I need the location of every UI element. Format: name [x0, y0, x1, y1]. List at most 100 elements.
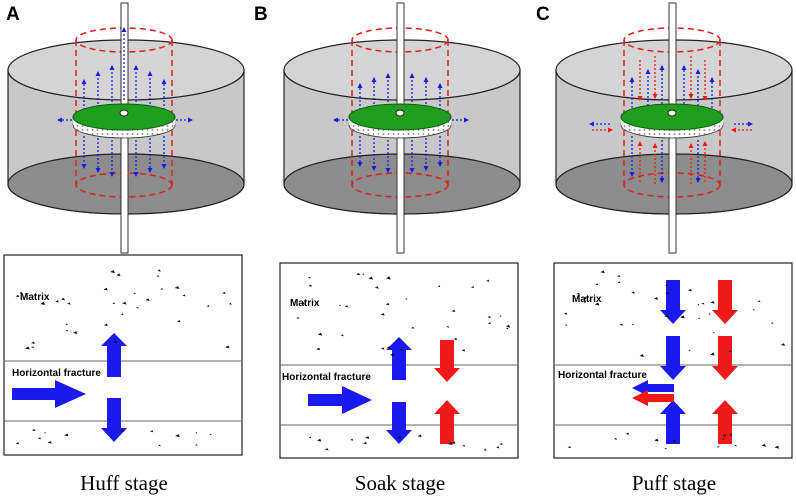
- matrix-grain: [67, 302, 71, 305]
- matrix-grain: [564, 312, 568, 315]
- matrix-grain: [206, 305, 210, 307]
- matrix-grain: [362, 273, 365, 275]
- matrix-grain: [483, 448, 487, 451]
- matrix-grain: [654, 438, 659, 442]
- panel-letter: A: [6, 4, 20, 25]
- matrix-grain: [65, 323, 68, 326]
- matrix-grain: [120, 429, 124, 432]
- matrix-grain: [728, 350, 732, 353]
- matrix-grain: [112, 302, 116, 305]
- matrix-grain: [664, 314, 669, 318]
- matrix-grain: [594, 302, 600, 306]
- matrix-grain: [617, 281, 621, 284]
- matrix-grain: [110, 269, 116, 274]
- matrix-grain: [639, 354, 644, 357]
- matrix-grain: [195, 444, 198, 446]
- matrix-grain: [631, 323, 634, 326]
- matrix-grain: [780, 343, 786, 346]
- matrix-grain: [446, 325, 450, 328]
- fracture-schematic: Matrix Horizontal fracture: [553, 262, 793, 459]
- matrix-grain: [710, 300, 715, 304]
- matrix-grain: [136, 306, 139, 309]
- matrix-grain: [113, 340, 118, 344]
- matrix-grain: [770, 322, 774, 324]
- soak-flow-arrows: [332, 72, 470, 174]
- panel-letter: B: [254, 4, 268, 25]
- matrix-grain: [157, 269, 161, 272]
- matrix-grain: [380, 347, 385, 350]
- matrix-grain: [680, 315, 685, 319]
- matrix-grain: [631, 291, 635, 294]
- matrix-grain: [24, 346, 30, 350]
- matrix-grain: [688, 349, 691, 352]
- matrix-grain: [145, 298, 150, 302]
- matrix-grain: [133, 292, 136, 295]
- production-arrow-down: [434, 340, 460, 382]
- matrix-grain: [697, 317, 701, 319]
- matrix-grain: [308, 284, 312, 287]
- matrix-grain: [486, 279, 490, 282]
- matrix-grain: [505, 327, 509, 330]
- fracture-label: Horizontal fracture: [282, 372, 371, 383]
- fracture-disc: [348, 103, 452, 139]
- matrix-grain: [583, 296, 587, 299]
- matrix-grain: [116, 273, 121, 277]
- matrix-grain: [452, 441, 456, 444]
- matrix-grain: [60, 297, 65, 301]
- matrix-grain: [437, 285, 441, 288]
- matrix-grain: [103, 323, 108, 327]
- matrix-grain: [499, 315, 502, 317]
- matrix-grain: [40, 301, 46, 306]
- matrix-grain: [761, 443, 767, 447]
- matrix-grain: [405, 298, 408, 300]
- matrix-grain: [338, 304, 341, 307]
- panel-a: A: [3, 2, 245, 495]
- matrix-grain: [664, 447, 667, 450]
- matrix-grain: [752, 308, 755, 311]
- matrix-grain: [43, 432, 46, 434]
- red-arrow-down-mid: [712, 336, 738, 380]
- matrix-grain: [150, 430, 154, 433]
- matrix-grain: [350, 438, 354, 441]
- matrix-grain: [31, 346, 35, 348]
- matrix-grain: [664, 283, 669, 287]
- matrix-grain: [316, 347, 321, 351]
- matrix-grain: [389, 353, 395, 357]
- matrix-grain: [64, 433, 69, 437]
- matrix-grain: [55, 300, 59, 303]
- matrix-grain: [356, 272, 361, 276]
- matrix-grain: [625, 432, 630, 435]
- matrix-grain: [344, 305, 349, 308]
- matrix-grain: [470, 286, 475, 288]
- panel-c: C: [536, 2, 793, 495]
- matrix-grain: [398, 348, 403, 351]
- injection-arrow-up: [386, 337, 412, 380]
- matrix-grain: [583, 301, 586, 303]
- fracture-schematic: Matrix Horizontal fracture: [3, 254, 243, 456]
- matrix-grain: [499, 443, 503, 446]
- matrix-grain: [380, 313, 385, 316]
- injection-arrow-up: [101, 333, 127, 377]
- injection-arrow-right: [308, 386, 372, 414]
- matrix-grain: [222, 291, 226, 294]
- matrix-grain: [451, 309, 456, 313]
- puff-flow-arrows-blue: [588, 64, 754, 184]
- matrix-grain: [65, 329, 69, 332]
- matrix-grain: [174, 285, 180, 290]
- fracture-disc: [620, 103, 724, 139]
- matrix-grains: [15, 269, 786, 451]
- red-arrow-up-bottom: [712, 400, 738, 444]
- matrix-grain: [617, 275, 621, 278]
- fracture-label: Horizontal fracture: [558, 370, 647, 381]
- injection-arrow-down: [386, 402, 412, 444]
- matrix-grain: [182, 294, 186, 297]
- matrix-grain: [729, 433, 733, 436]
- matrix-grain: [722, 438, 725, 440]
- stage-caption: Puff stage: [632, 471, 716, 495]
- matrix-grain: [653, 296, 659, 300]
- matrix-grain: [386, 346, 391, 349]
- matrix-grain: [317, 332, 323, 336]
- matrix-grain: [15, 294, 20, 298]
- matrix-label: Matrix: [572, 294, 602, 305]
